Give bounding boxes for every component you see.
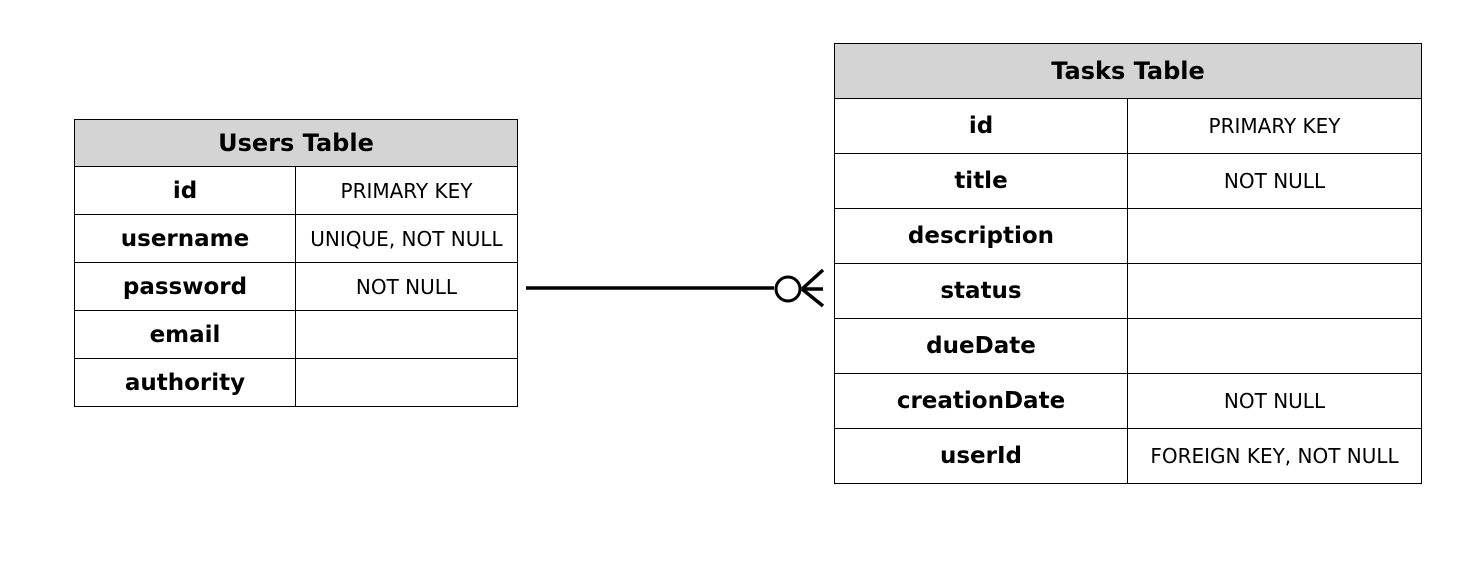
field-name: dueDate: [834, 318, 1128, 374]
table-row: description: [834, 208, 1423, 264]
field-constraint: UNIQUE, NOT NULL: [295, 214, 518, 263]
field-name: userId: [834, 428, 1128, 484]
field-name: authority: [74, 358, 296, 407]
field-constraint: [295, 310, 518, 359]
field-name: description: [834, 208, 1128, 264]
field-name: id: [834, 98, 1128, 154]
field-constraint: [1126, 263, 1423, 319]
table-row: password NOT NULL: [74, 262, 518, 311]
table-row: creationDate NOT NULL: [834, 373, 1423, 429]
field-name: id: [74, 166, 296, 215]
table-row: id PRIMARY KEY: [834, 98, 1423, 154]
field-name: email: [74, 310, 296, 359]
field-constraint: NOT NULL: [1126, 373, 1423, 429]
zero-cardinality-circle: [774, 275, 802, 303]
field-name: username: [74, 214, 296, 263]
field-constraint: [1126, 208, 1423, 264]
table-row: email: [74, 310, 518, 359]
field-constraint: PRIMARY KEY: [1126, 98, 1423, 154]
field-constraint: [295, 358, 518, 407]
tasks-table: Tasks Table id PRIMARY KEY title NOT NUL…: [833, 43, 1423, 484]
field-name: title: [834, 153, 1128, 209]
table-row: authority: [74, 358, 518, 407]
table-row: id PRIMARY KEY: [74, 166, 518, 215]
field-constraint: FOREIGN KEY, NOT NULL: [1126, 428, 1423, 484]
users-table-title: Users Table: [74, 119, 518, 167]
field-constraint: [1126, 318, 1423, 374]
table-row: userId FOREIGN KEY, NOT NULL: [834, 428, 1423, 484]
users-table: Users Table id PRIMARY KEY username UNIQ…: [74, 119, 518, 407]
field-name: creationDate: [834, 373, 1128, 429]
field-name: password: [74, 262, 296, 311]
field-constraint: NOT NULL: [1126, 153, 1423, 209]
crows-foot-icon: [800, 268, 825, 308]
tasks-table-title: Tasks Table: [833, 43, 1423, 99]
field-constraint: NOT NULL: [295, 262, 518, 311]
table-row: username UNIQUE, NOT NULL: [74, 214, 518, 263]
table-row: dueDate: [834, 318, 1423, 374]
table-row: status: [834, 263, 1423, 319]
table-row: title NOT NULL: [834, 153, 1423, 209]
field-constraint: PRIMARY KEY: [295, 166, 518, 215]
field-name: status: [834, 263, 1128, 319]
